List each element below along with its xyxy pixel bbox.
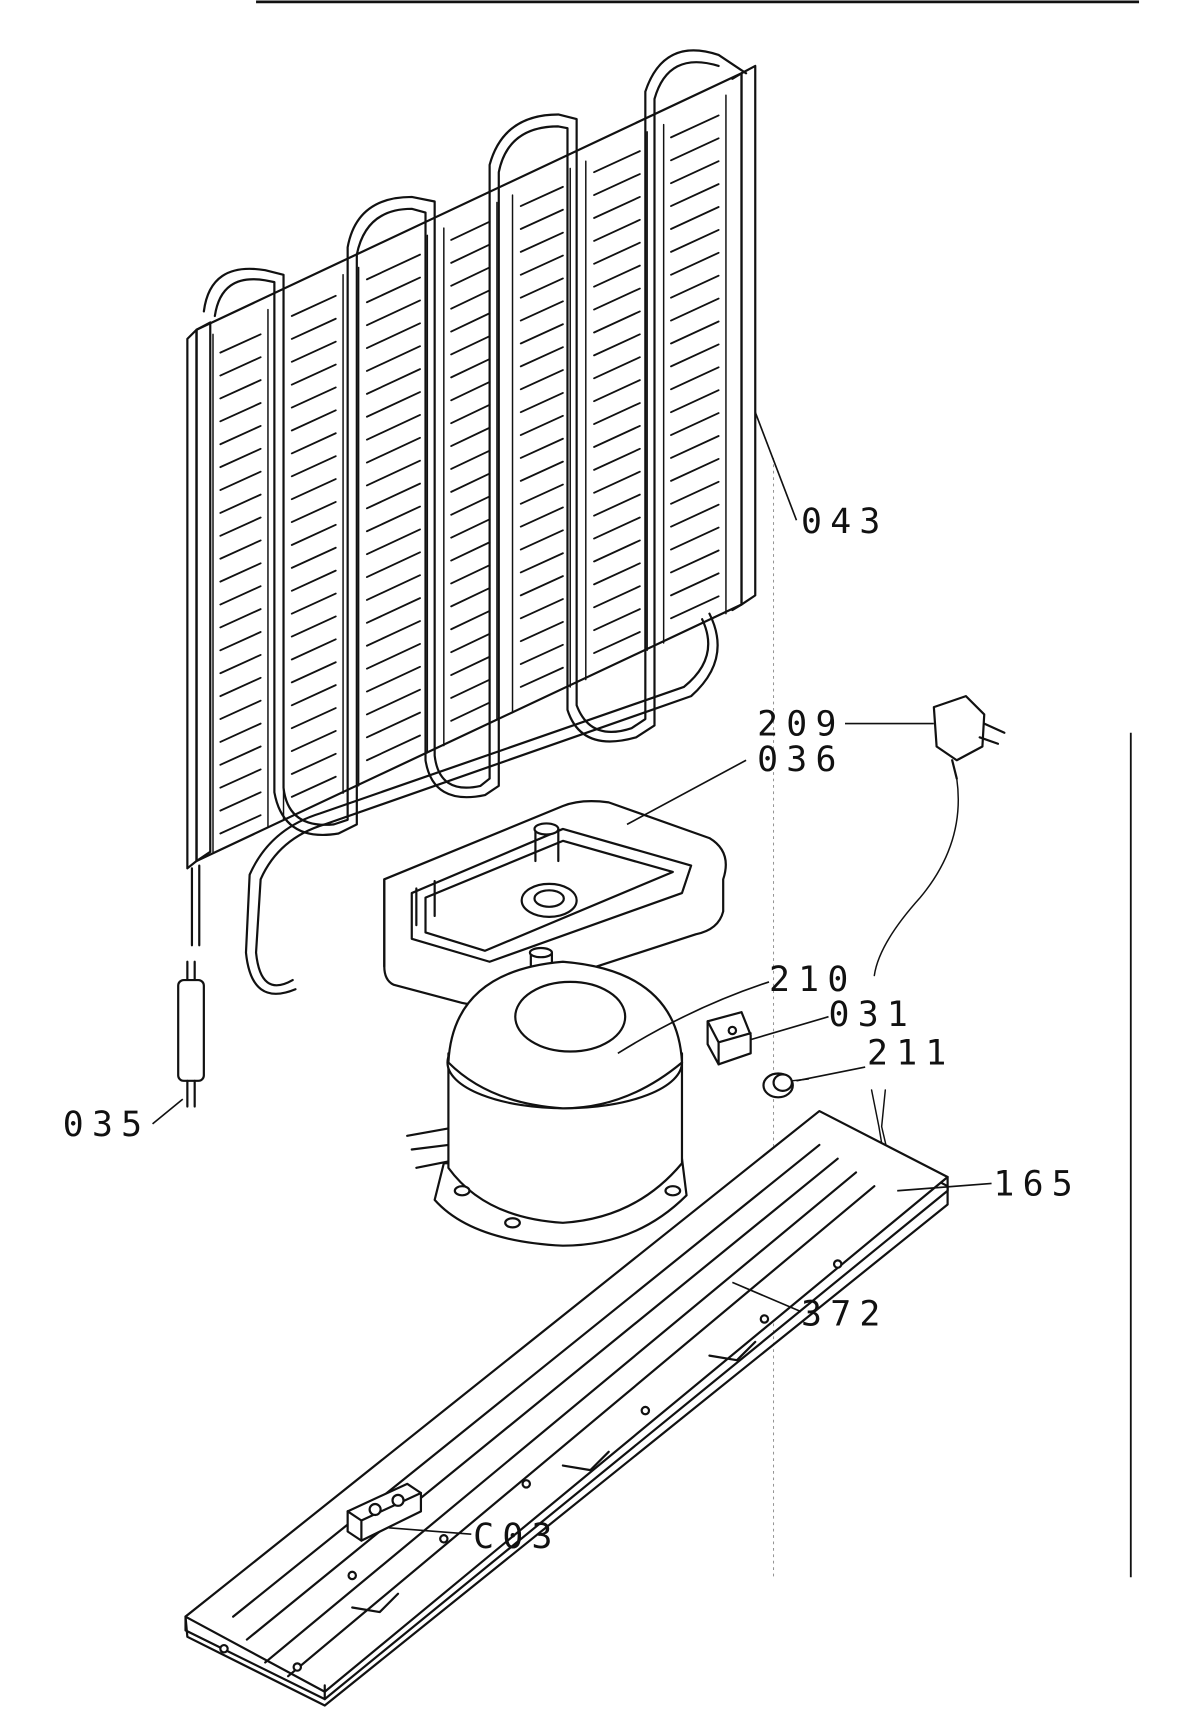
leader-043 [754,411,798,521]
leader-372 [732,1281,802,1313]
plug-part [873,695,1006,977]
leader-c03 [388,1526,472,1536]
label-compressor: 210 [769,960,857,1000]
label-condenser: 043 [801,502,889,542]
leader-165 [897,1182,992,1192]
label-filter-drier: 035 [63,1105,151,1145]
leader-lines [152,411,992,1536]
overload-part [762,1072,810,1099]
compressor-part [406,960,688,1247]
label-base-plate: 372 [801,1294,889,1334]
condenser-part [186,49,757,995]
label-terminal-block: C03 [473,1517,561,1557]
label-overload: 211 [867,1033,955,1073]
leader-211 [796,1066,866,1082]
base-plate-part [184,1109,949,1707]
filter-drier-part [177,960,205,1108]
relay-part [706,1011,752,1066]
label-plug: 209 [757,705,845,745]
label-relay: 031 [829,995,917,1035]
leader-031 [750,1015,829,1041]
leader-036 [626,759,747,826]
drip-tray-part [383,800,727,1006]
label-capacitor: 165 [993,1164,1081,1204]
leader-035 [152,1098,184,1125]
terminal-block-part [346,1482,423,1542]
part-labels: 043 209 036 210 031 211 035 165 372 C03 [63,502,1081,1557]
label-drip-tray: 036 [757,740,845,780]
leader-210 [617,981,770,1055]
